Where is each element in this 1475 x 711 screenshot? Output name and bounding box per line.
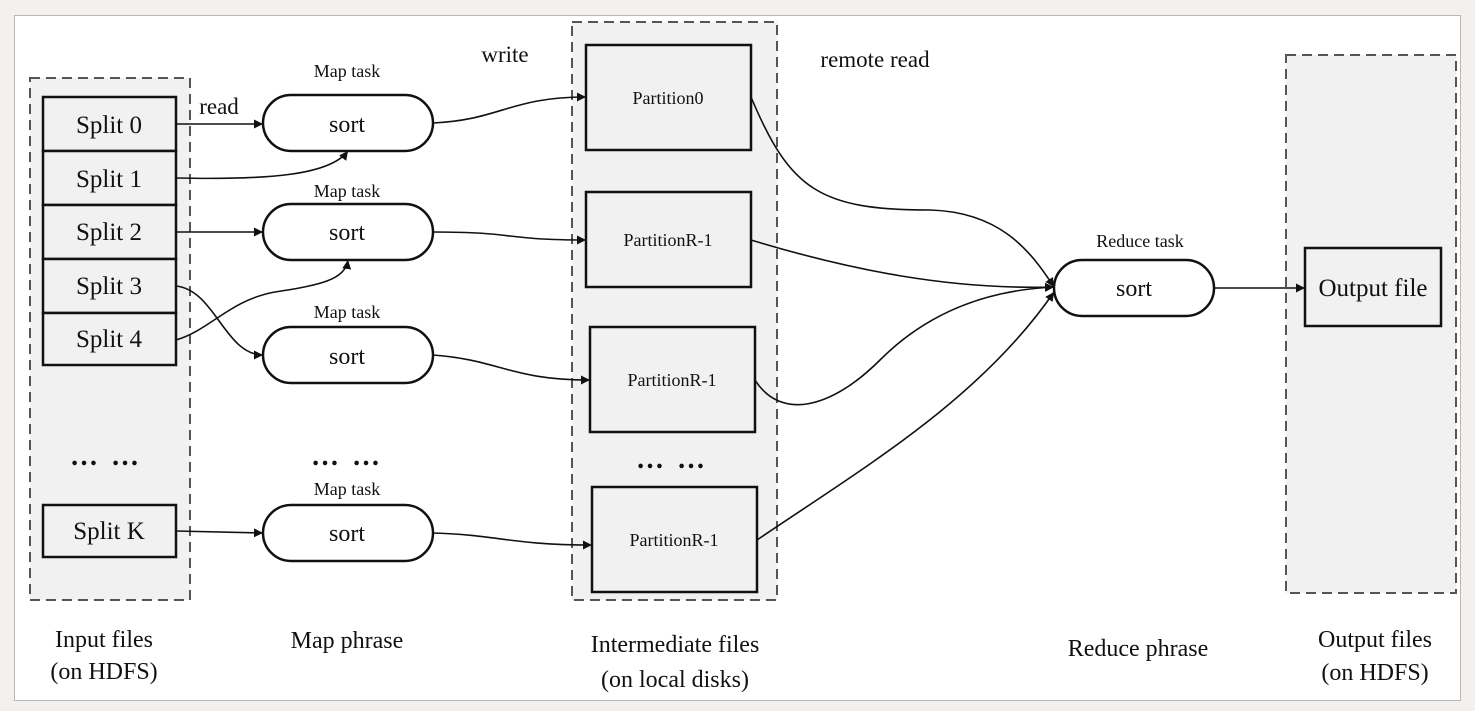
input-ellipsis: … … [70, 441, 142, 472]
partition-ellipsis: … … [636, 444, 708, 475]
output-file-box [1303, 246, 1443, 328]
split-label-3: Split 3 [76, 273, 142, 300]
map-task-op-0: sort [329, 112, 365, 138]
map-ellipsis: … … [311, 441, 383, 472]
map-task-op-1: sort [329, 220, 365, 246]
partition-box-1 [584, 190, 753, 289]
edge-split3-map2 [175, 285, 264, 360]
write-label: write [481, 42, 528, 67]
partition-label-3: PartitionR-1 [630, 530, 719, 550]
caption-intermediate-line1: Intermediate files [591, 632, 760, 658]
split-label-4: Split 4 [76, 326, 142, 353]
edge-split4-map1 [175, 259, 352, 341]
map-task-op-3: sort [329, 521, 365, 547]
split-label-0: Split 0 [76, 112, 142, 139]
remote-read-label: remote read [820, 47, 930, 72]
caption-map: Map phrase [291, 628, 404, 654]
edge-part1-reduce [750, 239, 1055, 292]
edge-part2-reduce [754, 282, 1055, 406]
caption-reduce: Reduce phrase [1068, 636, 1209, 662]
reduce-task-label: Reduce task [1096, 231, 1183, 251]
edge-part0-reduce [750, 96, 1055, 288]
output-file-label: Output file [1318, 275, 1427, 302]
partition-label-0: Partition0 [633, 88, 704, 108]
map-task-label-3: Map task [314, 479, 381, 499]
edge-map1-part1 [432, 231, 587, 245]
reduce-task-op: sort [1116, 276, 1152, 302]
split-label-k: Split K [73, 518, 145, 545]
edge-map2-part2 [432, 354, 591, 385]
map-task-label-1: Map task [314, 181, 381, 201]
map-task-label-0: Map task [314, 61, 381, 81]
caption-input-line2: (on HDFS) [50, 659, 157, 685]
edge-map0-part0 [432, 92, 587, 124]
split-label-2: Split 2 [76, 219, 142, 246]
split-label-1: Split 1 [76, 166, 142, 193]
edge-splitk-map3 [175, 528, 264, 538]
caption-output-line1: Output files [1318, 627, 1432, 653]
caption-intermediate-line2: (on local disks) [601, 667, 749, 693]
read-label: read [199, 94, 239, 119]
edge-split1-map0 [175, 150, 349, 180]
split-box-4 [41, 311, 178, 367]
partition-label-1: PartitionR-1 [624, 230, 713, 250]
edge-part3-reduce [756, 291, 1055, 541]
split-box-k [41, 503, 178, 559]
partition-box-3 [590, 485, 759, 594]
map-task-op-2: sort [329, 344, 365, 370]
partition-label-2: PartitionR-1 [628, 370, 717, 390]
edge-map3-part3 [432, 532, 593, 550]
caption-output-line2: (on HDFS) [1321, 660, 1428, 686]
split-boxes [41, 95, 178, 559]
map-task-label-2: Map task [314, 302, 381, 322]
partition-box-2 [588, 325, 757, 434]
caption-input-line1: Input files [55, 627, 153, 653]
